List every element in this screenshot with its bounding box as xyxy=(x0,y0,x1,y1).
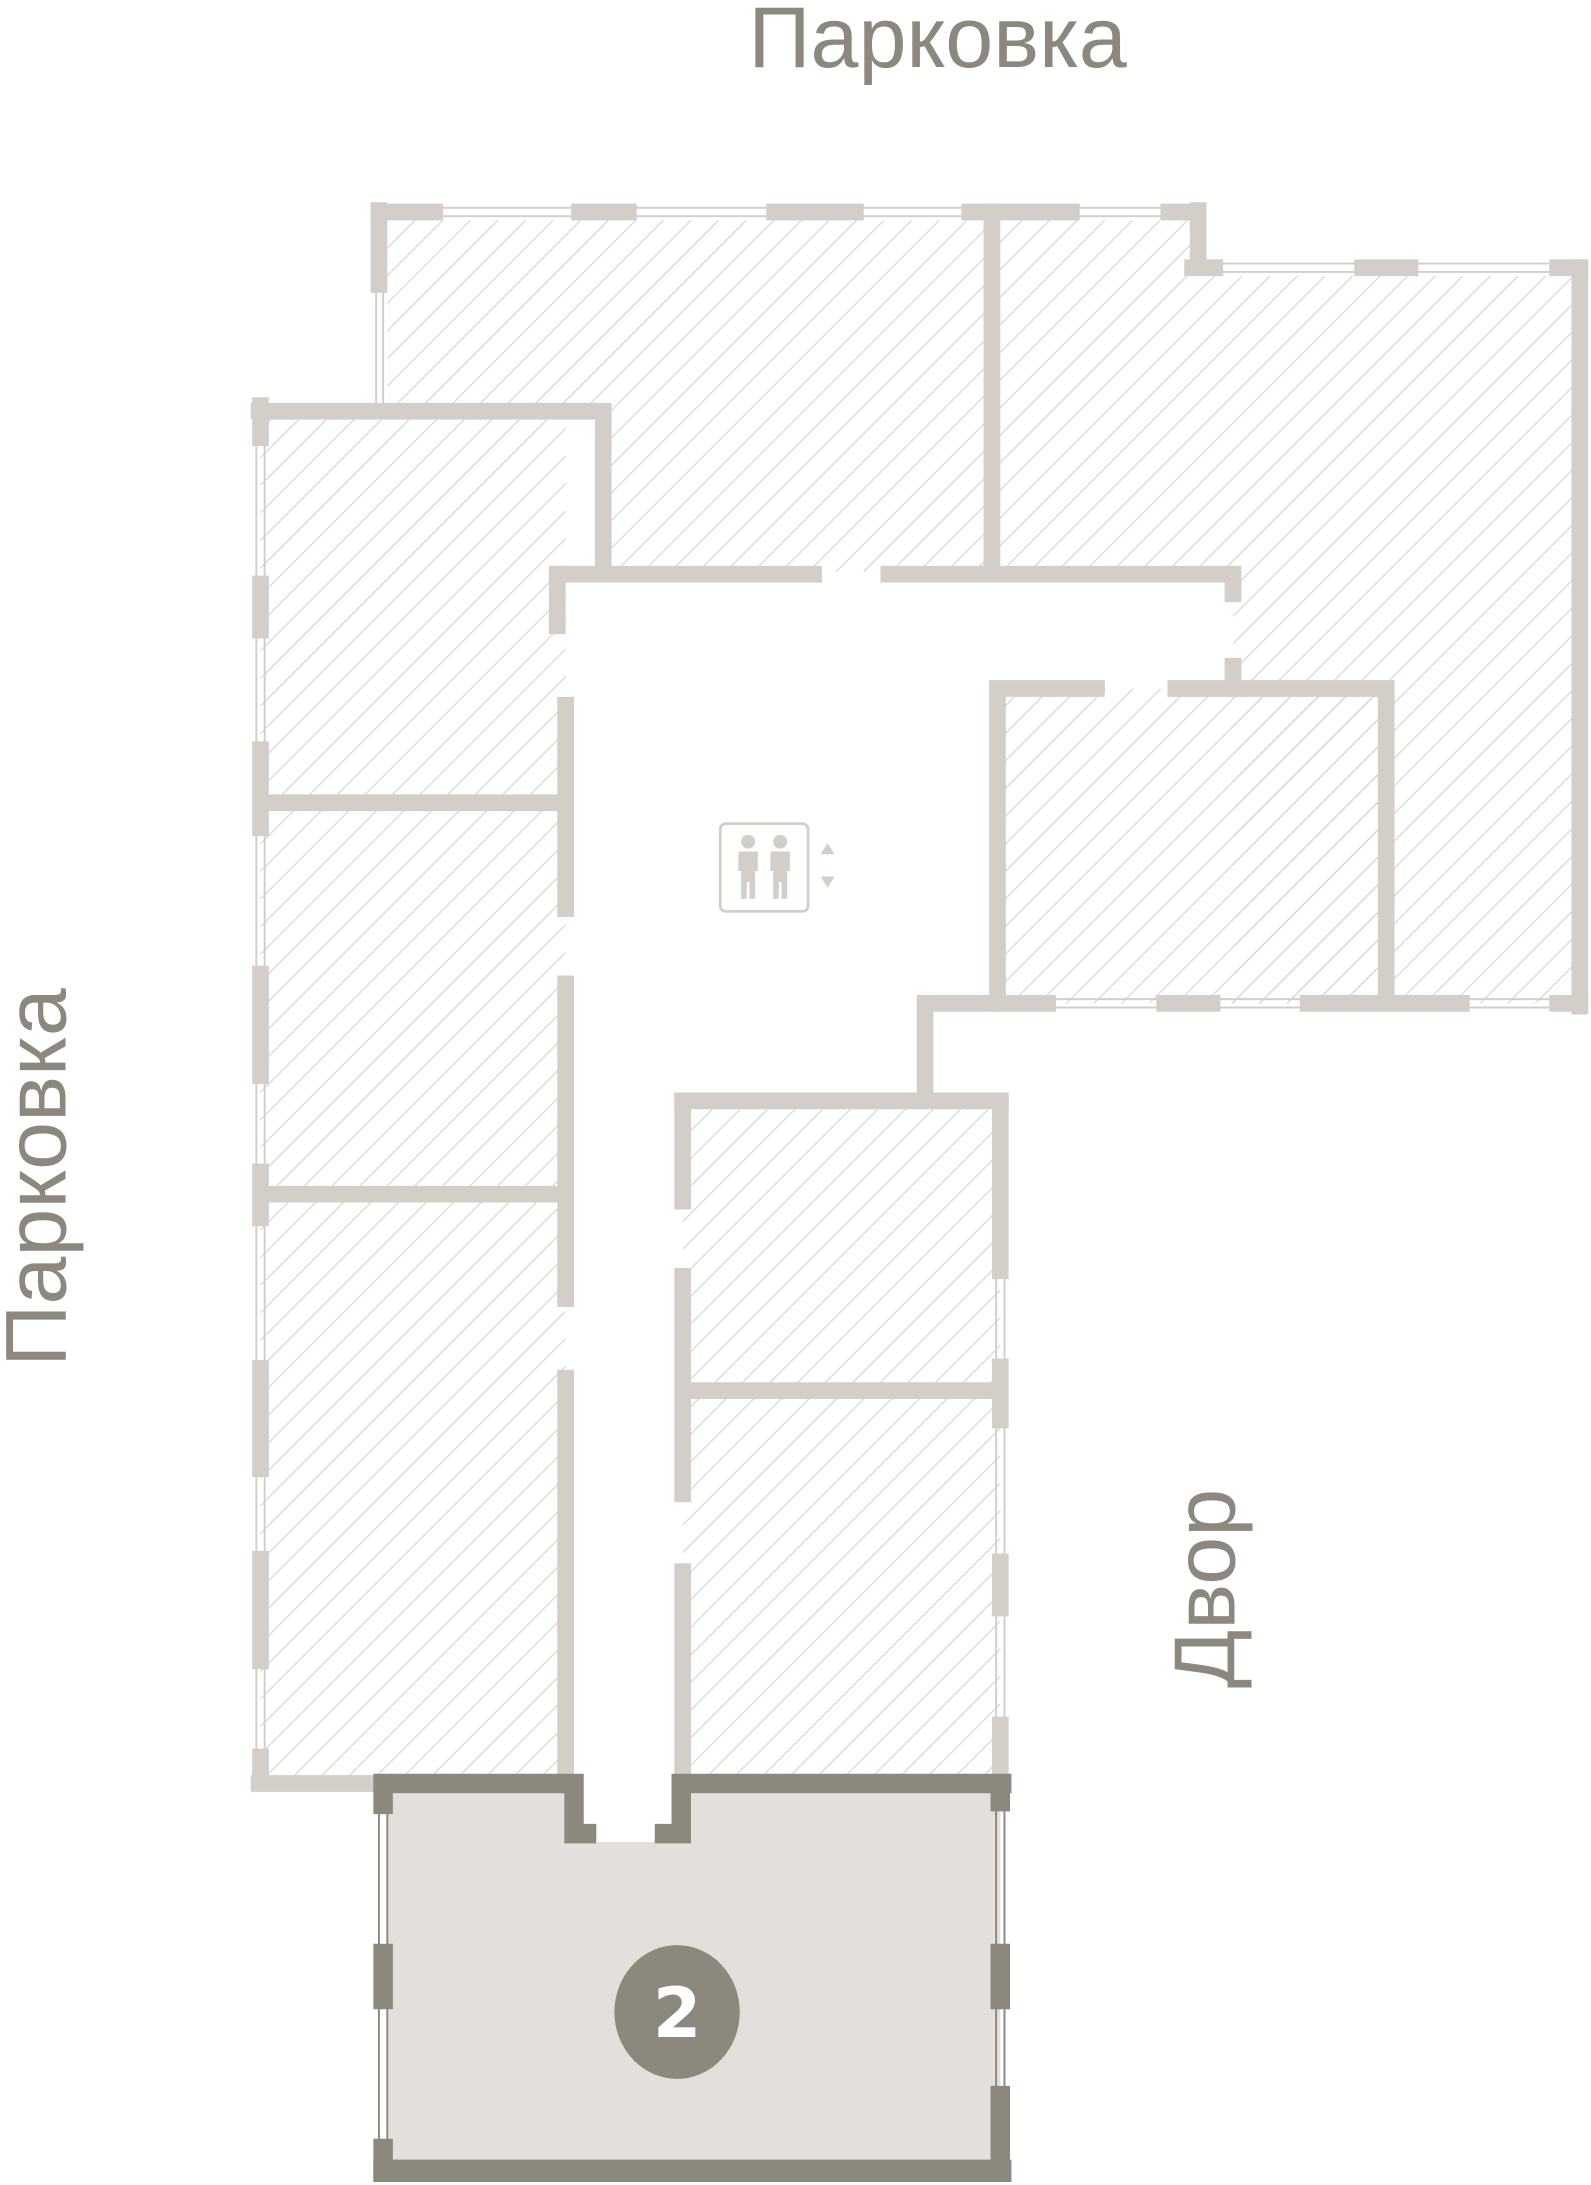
unit-top-left[interactable] xyxy=(387,220,992,405)
label-courtyard: Двор xyxy=(1157,1489,1253,1688)
label-top-parking: Парковка xyxy=(748,0,1127,86)
unit-left-1[interactable] xyxy=(260,411,566,803)
unit-number: 2 xyxy=(653,1973,701,2054)
unit-inner-right[interactable] xyxy=(997,688,1387,1004)
unit-lower-right-1[interactable] xyxy=(682,1100,1001,1391)
unavailable-units xyxy=(260,220,1572,1784)
unit-2-walls xyxy=(373,1773,1012,2182)
unit-lower-right-2[interactable] xyxy=(682,1390,1001,1784)
unit-top-left-lower[interactable] xyxy=(603,404,992,572)
unit-top-right[interactable] xyxy=(991,220,1199,572)
unit-top-right-wide[interactable] xyxy=(1198,276,1572,572)
walls xyxy=(250,202,1589,1792)
unit-left-3[interactable] xyxy=(260,1194,566,1784)
label-left-parking: Парковка xyxy=(0,987,84,1366)
elevator-icon xyxy=(718,822,835,913)
unit-number-badge[interactable]: 2 xyxy=(614,1945,740,2079)
unit-left-2[interactable] xyxy=(260,802,566,1195)
